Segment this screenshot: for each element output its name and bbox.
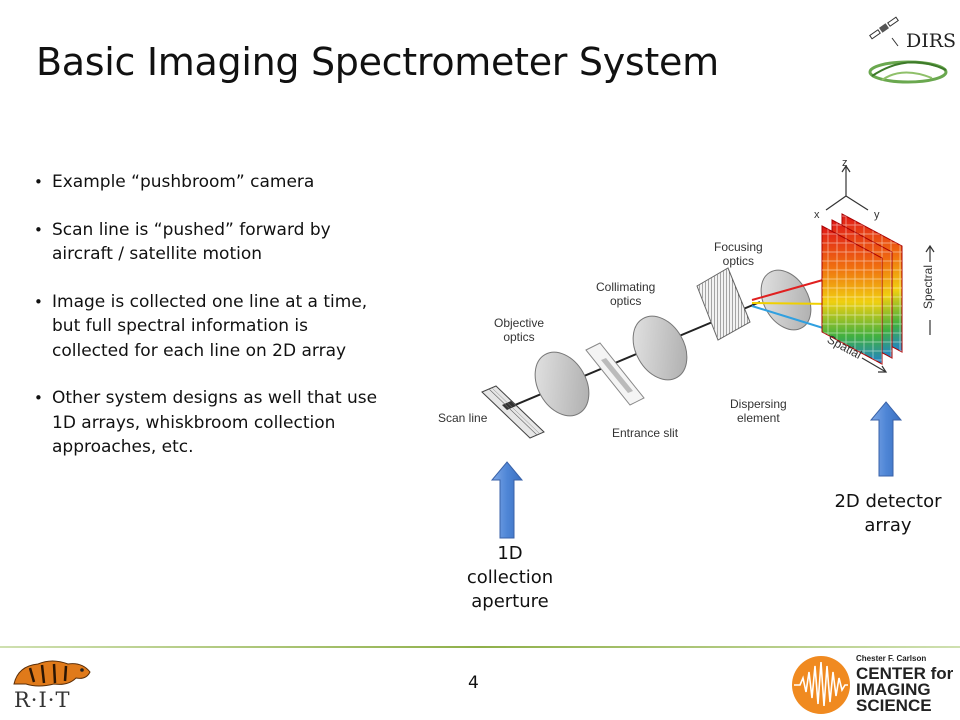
- spatial-arrow: [861, 357, 888, 373]
- detector-array-stack: [821, 213, 903, 365]
- label-objective-optics-2: optics: [503, 330, 535, 344]
- tiger-icon: [13, 660, 91, 687]
- label-dispersing-element-2: element: [737, 411, 780, 425]
- label-axis-y: y: [874, 209, 880, 221]
- bullet-list: Example “pushbroom” camera Scan line is …: [34, 170, 384, 483]
- page-number: 4: [468, 673, 479, 693]
- label-collimating-optics: Collimating: [596, 280, 656, 294]
- detector-caption: 2D detector array: [818, 490, 958, 538]
- aperture-caption-line: collection: [466, 567, 554, 588]
- aperture-caption-line: 1D: [497, 543, 523, 564]
- cis-logo: Chester F. Carlson CENTER for IMAGING SC…: [790, 652, 958, 716]
- label-dispersing-element: Dispersing: [730, 397, 787, 411]
- cis-logo-line3: SCIENCE: [856, 696, 932, 715]
- rit-logo: R·I·T: [8, 654, 96, 716]
- rit-logo-text: R·I·T: [14, 688, 71, 712]
- wave-circle-icon: [792, 656, 850, 714]
- label-spectral: Spectral: [921, 264, 936, 310]
- footer-divider: [0, 646, 960, 648]
- red-beam: [751, 277, 831, 301]
- satellite-globe-icon: [868, 16, 948, 84]
- detector-arrow-icon: [869, 401, 903, 477]
- label-focusing-optics: Focusing: [714, 240, 763, 254]
- label-collimating-optics-2: optics: [610, 294, 642, 308]
- aperture-caption-line: aperture: [471, 591, 549, 612]
- cis-logo-line2: IMAGING: [856, 680, 931, 699]
- label-objective-optics: Objective: [494, 316, 545, 330]
- aperture-caption: 1D collection aperture: [450, 542, 570, 614]
- bullet-item: Example “pushbroom” camera: [34, 170, 384, 195]
- slide-title: Basic Imaging Spectrometer System: [36, 40, 719, 84]
- label-entrance-slit: Entrance slit: [612, 426, 679, 440]
- scan-line-strip: [481, 385, 545, 439]
- label-axis-x: x: [814, 209, 820, 221]
- cis-logo-small: Chester F. Carlson: [856, 654, 927, 663]
- dispersing-grating: [696, 267, 751, 341]
- dirs-logo-text: DIRS: [906, 30, 957, 52]
- cis-logo-line1: CENTER for: [856, 664, 954, 683]
- aperture-arrow-icon: [490, 461, 524, 539]
- label-scan-line: Scan line: [438, 411, 488, 425]
- detector-caption-line: array: [864, 515, 912, 536]
- bullet-item: Scan line is “pushed” forward by aircraf…: [34, 218, 384, 267]
- dirs-logo: DIRS: [862, 10, 957, 90]
- label-axis-z: z: [842, 157, 848, 169]
- bullet-item: Image is collected one line at a time, b…: [34, 290, 384, 364]
- detector-caption-line: 2D detector: [834, 491, 942, 512]
- coordinate-axes: [825, 164, 869, 211]
- label-focusing-optics-2: optics: [722, 254, 755, 268]
- spectral-arrow: [925, 244, 935, 335]
- entrance-slit: [585, 342, 645, 406]
- spectrometer-diagram: [481, 164, 935, 539]
- focusing-lens: [760, 269, 812, 331]
- collimating-lens: [632, 315, 688, 381]
- bullet-item: Other system designs as well that use 1D…: [34, 386, 384, 460]
- objective-lens: [534, 351, 590, 417]
